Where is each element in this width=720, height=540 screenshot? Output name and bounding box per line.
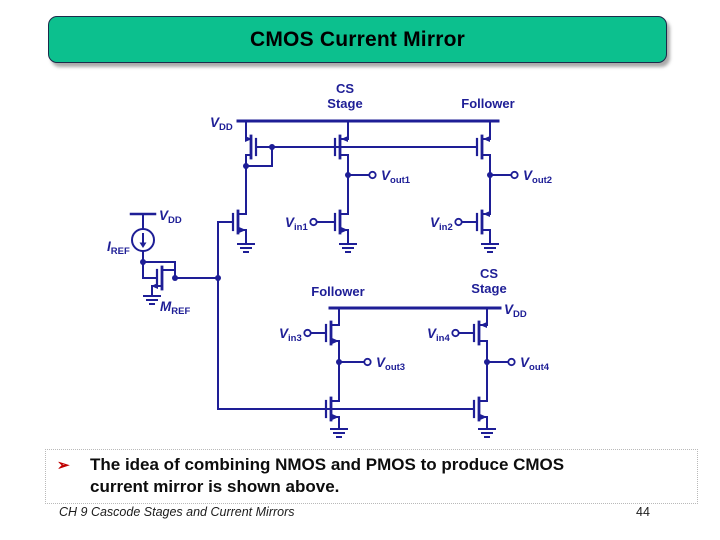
ground-n4 (330, 428, 348, 438)
label-vout3: Vout3 (376, 355, 405, 373)
label-vdd-top: VDD (210, 115, 233, 133)
page-title: CMOS Current Mirror (250, 27, 465, 51)
vin1-terminal (309, 217, 318, 227)
label-follower-bottom: Follower (311, 284, 364, 299)
transistor-n5-nmos (472, 361, 488, 429)
transistor-n1-nmos (217, 165, 247, 244)
bullet-text-box: ➢ The idea of combining NMOS and PMOS to… (45, 449, 698, 504)
ground-n1 (237, 243, 255, 253)
vout1-terminal (368, 170, 377, 180)
bullet-line-1: The idea of combining NMOS and PMOS to p… (90, 455, 565, 474)
transistor-p4-pmos (310, 307, 340, 363)
iref-current-source (131, 228, 155, 252)
label-vout4: Vout4 (520, 355, 550, 373)
label-vin3: Vin3 (279, 326, 302, 344)
label-cs-stage-bottom-line2: Stage (471, 281, 506, 296)
title-box: CMOS Current Mirror (48, 16, 667, 63)
label-cs-stage-top-line1: CS (336, 81, 354, 96)
transistor-n2-nmos (316, 174, 349, 244)
label-vin4: Vin4 (427, 326, 450, 344)
label-cs-stage-bottom-line1: CS (480, 266, 498, 281)
transistor-n3-nmos (461, 174, 491, 244)
transistor-n4-nmos (324, 361, 340, 429)
label-vin1: Vin1 (285, 215, 308, 233)
label-cs-stage-top-line2: Stage (327, 96, 362, 111)
ground-n3 (481, 243, 499, 253)
ground-mref (143, 295, 161, 305)
page-number: 44 (636, 505, 650, 519)
transistor-p1-diode-pmos (245, 120, 273, 167)
vout2-terminal (510, 170, 519, 180)
transistor-p2-pmos (333, 120, 349, 176)
label-vdd-left: VDD (159, 208, 182, 226)
bullet-arrow-icon: ➢ (57, 457, 70, 474)
label-vout1: Vout1 (381, 168, 411, 186)
transistor-p5-pmos (458, 307, 488, 363)
label-vout2: Vout2 (523, 168, 552, 186)
label-mref: MREF (160, 299, 190, 317)
ground-n5 (478, 428, 496, 438)
ground-n2 (339, 243, 357, 253)
label-iref: IREF (107, 239, 130, 257)
bullet-text: The idea of combining NMOS and PMOS to p… (90, 454, 690, 498)
vin2-terminal (454, 217, 463, 227)
vin3-terminal (303, 328, 312, 338)
vin4-terminal (451, 328, 460, 338)
label-follower-top: Follower (461, 96, 514, 111)
vout4-terminal (507, 357, 516, 367)
junction-dots (140, 144, 493, 365)
label-vin2: Vin2 (430, 215, 453, 233)
label-vdd-bottom: VDD (504, 302, 527, 320)
bullet-line-2: current mirror is shown above. (90, 477, 340, 496)
footer-chapter-title: CH 9 Cascode Stages and Current Mirrors (59, 505, 295, 519)
transistor-p3-pmos (475, 120, 491, 176)
transistor-mref-nmos (142, 261, 176, 296)
vout3-terminal (363, 357, 372, 367)
